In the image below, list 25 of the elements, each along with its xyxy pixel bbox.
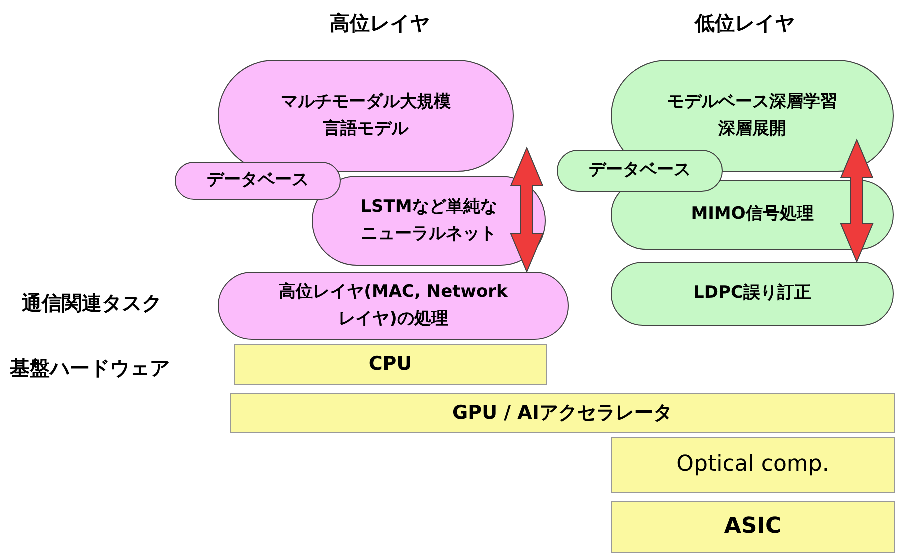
node-label: 高位レイヤ(MAC, Networkレイヤ)の処理: [278, 280, 509, 331]
node-label: LSTMなど単純なニューラルネット: [360, 196, 498, 246]
node-label: Optical comp.: [676, 451, 830, 480]
hardware-box: [230, 393, 895, 433]
rounded-box: [557, 150, 723, 192]
node-label: MIMO信号処理: [691, 203, 814, 226]
double-arrow: [510, 146, 544, 274]
node-label: ASIC: [724, 513, 782, 542]
node-label: LDPC誤り訂正: [694, 282, 812, 306]
rounded-box: [175, 162, 341, 200]
hardware-box: [611, 501, 895, 553]
node-label: データベース: [589, 159, 691, 182]
node-label: 深層展開: [718, 118, 786, 141]
hardware-box: [234, 344, 547, 385]
node-label: モデルベース深層学習: [668, 90, 838, 114]
node-label: CPU: [368, 352, 412, 378]
node-label: GPU / AIアクセラレータ: [452, 400, 672, 426]
row-heading: 通信関連タスク: [22, 290, 162, 317]
double-arrow: [840, 138, 874, 264]
node-label: マルチモーダル大規模言語モデル: [280, 90, 452, 141]
hardware-box: [611, 437, 895, 493]
row-heading: 基盤ハードウェア: [10, 355, 170, 382]
node-label: データベース: [207, 169, 309, 192]
column-heading: 低位レイヤ: [695, 10, 795, 37]
column-heading: 高位レイヤ: [330, 10, 430, 37]
